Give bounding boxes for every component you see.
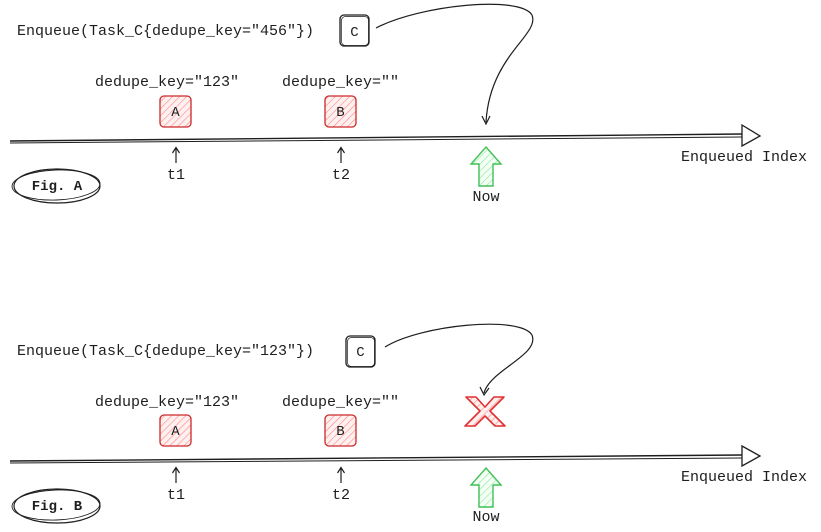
now-label: Now [472,509,499,526]
t1-label: t1 [167,487,185,504]
fig-a-label: Fig. A [32,179,83,195]
now-arrow-icon [469,466,503,508]
now-label: Now [472,189,499,206]
insert-arrow-head [481,115,491,126]
task-b-key-label: dedupe_key="" [282,394,399,411]
task-b-key-label: dedupe_key="" [282,74,399,91]
rejected-x-icon [464,396,506,427]
enqueue-label: Enqueue(Task_C{dedupe_key="123"}) [17,343,314,360]
task-a-key-label: dedupe_key="123" [95,394,239,411]
axis-label: Enqueued Index [681,149,807,166]
t2-label: t2 [332,167,350,184]
axis-label: Enqueued Index [681,469,807,486]
insert-arrow [384,323,534,394]
fig-b-label: Fig. B [32,499,83,515]
t2-marker [336,146,346,163]
t2-label: t2 [332,487,350,504]
new-task-box: C [345,335,376,368]
task-b-box: B [324,95,357,128]
fig-b-badge: Fig. B [11,488,101,524]
figure-a: Enqueue(Task_C{dedupe_key="456"}) C dedu… [9,3,807,206]
task-b-box: B [324,414,357,447]
new-task-box: C [339,14,370,47]
figure-b: Enqueue(Task_C{dedupe_key="123"}) C dedu… [9,323,807,526]
task-a-label: A [171,105,180,121]
fig-a-badge: Fig. A [11,168,101,204]
new-task-label: C [356,345,364,361]
t2-marker [336,466,346,483]
new-task-label: C [350,25,358,41]
t1-marker [171,466,181,483]
insert-arrow [375,3,534,123]
task-a-label: A [171,424,180,440]
task-a-key-label: dedupe_key="123" [95,74,239,91]
task-a-box: A [159,95,192,128]
insert-arrow-head [479,386,490,397]
task-a-box: A [159,414,192,447]
task-b-label: B [336,424,344,440]
enqueue-label: Enqueue(Task_C{dedupe_key="456"}) [17,23,314,40]
timeline-axis [9,444,762,468]
task-b-label: B [336,105,344,121]
now-arrow-icon [469,145,503,187]
timeline-axis [9,123,762,148]
t1-marker [171,146,181,163]
t1-label: t1 [167,167,185,184]
